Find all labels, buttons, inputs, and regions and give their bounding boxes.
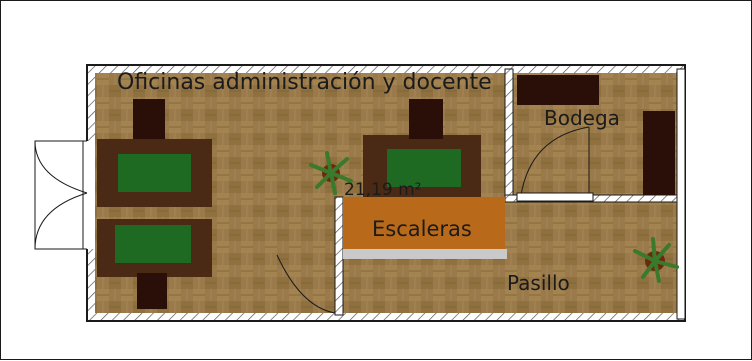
room-label-storage: Bodega	[544, 106, 620, 130]
wall-right	[676, 68, 686, 320]
shelf-icon	[517, 75, 599, 105]
door-icon	[516, 126, 594, 202]
stairs-block	[343, 197, 505, 249]
plant-icon	[633, 237, 679, 283]
desk-icon	[97, 139, 212, 207]
stairs-rail	[343, 249, 507, 259]
area-label: 21,19 m²	[344, 180, 422, 200]
plant-icon	[309, 151, 353, 195]
chair-icon	[137, 273, 167, 309]
room-label-offices: Oficinas administración y docente	[117, 70, 492, 95]
desk-icon	[97, 219, 212, 277]
wall-storage-left	[504, 68, 514, 200]
chair-icon	[409, 99, 443, 139]
desk-icon	[363, 135, 481, 197]
shelf-icon	[643, 111, 675, 195]
door-icon	[276, 247, 336, 314]
wall-center	[334, 196, 344, 316]
room-label-stairs: Escaleras	[372, 217, 472, 241]
room-label-hallway: Pasillo	[507, 271, 570, 295]
door-icon	[34, 140, 95, 250]
chair-icon	[133, 99, 165, 139]
